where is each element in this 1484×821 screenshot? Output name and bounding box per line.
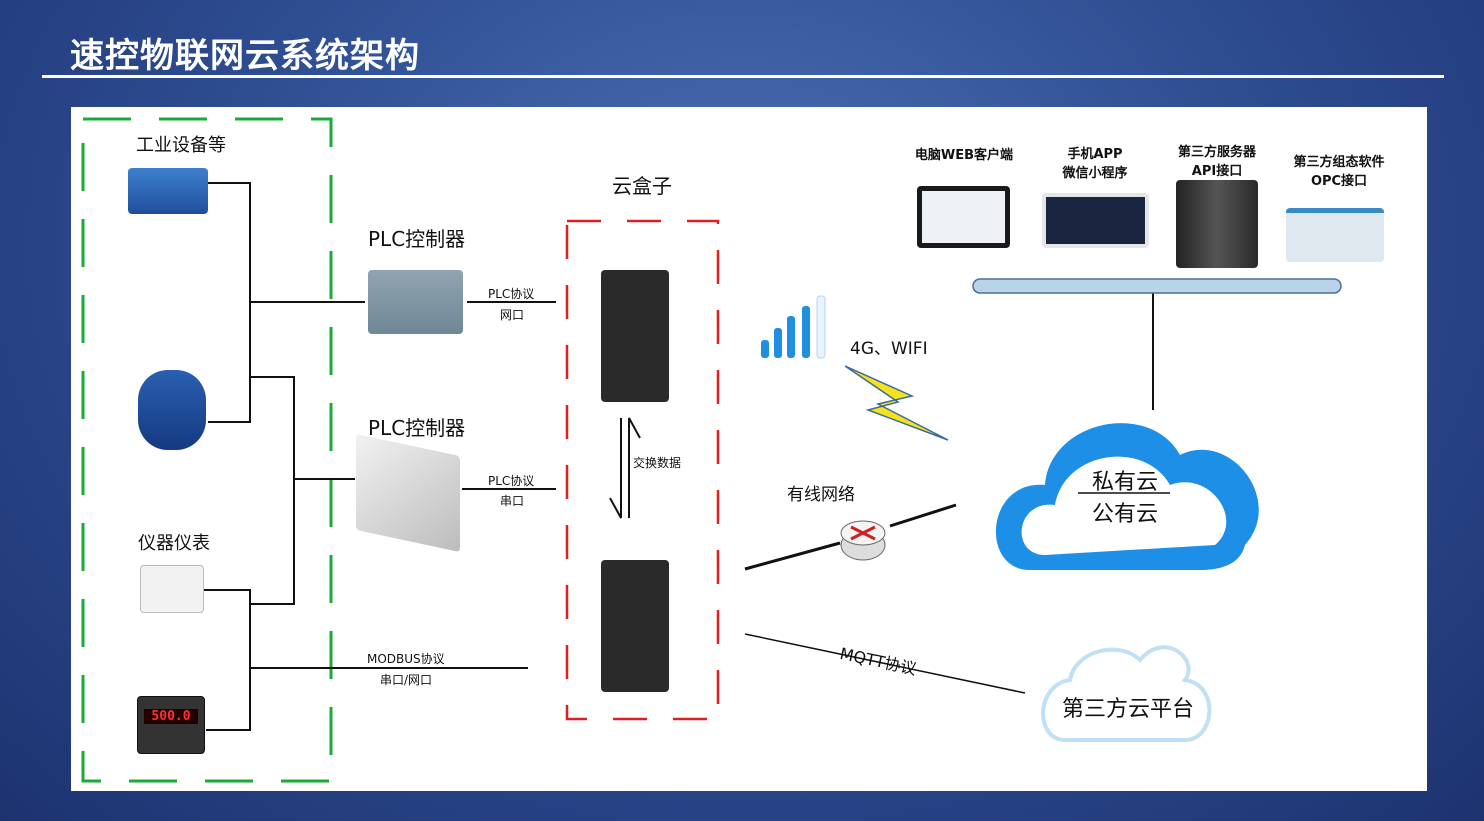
plc-bottom-protocol: PLC协议 <box>488 474 535 488</box>
third-party-cloud-label: 第三方云平台 <box>1062 697 1195 722</box>
industrial-equipment-label: 工业设备等 <box>136 135 226 156</box>
cloud-box-title: 云盒子 <box>612 174 672 198</box>
signal-icon <box>761 295 826 359</box>
title-underline <box>42 75 1444 78</box>
client-scada-sub: OPC接口 <box>1310 174 1368 189</box>
client-server-label: 第三方服务器 <box>1177 145 1256 160</box>
client-bus <box>972 278 1342 294</box>
private-cloud-icon <box>995 423 1259 570</box>
public-cloud-label: 公有云 <box>1092 502 1159 527</box>
client-web: 电脑WEB客户端 <box>905 146 1023 165</box>
client-scada: 第三方组态软件 OPC接口 <box>1280 153 1398 191</box>
client-scada-label: 第三方组态软件 <box>1293 155 1385 170</box>
pc-image <box>917 186 1010 248</box>
exchange-data-label: 交换数据 <box>633 456 682 470</box>
client-app: 手机APP 微信小程序 <box>1040 145 1150 183</box>
device-group-border <box>81 117 333 783</box>
third-party-cloud-icon <box>1041 645 1212 742</box>
pump-image <box>128 168 208 214</box>
client-web-label: 电脑WEB客户端 <box>914 148 1014 163</box>
plc-top-protocol: PLC协议 <box>488 287 535 301</box>
client-app-label: 手机APP <box>1067 147 1123 162</box>
meter-image: 500.0 <box>137 696 205 754</box>
client-server: 第三方服务器 API接口 <box>1162 143 1272 181</box>
scada-image <box>1286 208 1384 262</box>
phone-image <box>1042 193 1149 248</box>
wireless-label: 4G、WIFI <box>850 339 928 359</box>
client-server-sub: API接口 <box>1191 164 1243 179</box>
private-cloud-label: 私有云 <box>1092 470 1159 495</box>
modbus-protocol: MODBUS协议 <box>367 652 445 666</box>
plc-top-title: PLC控制器 <box>368 227 466 251</box>
lightning-icon <box>844 365 949 441</box>
plc-bottom-title: PLC控制器 <box>368 416 466 440</box>
flowmeter-image <box>138 370 206 450</box>
cloud-box-bottom-image <box>601 560 669 692</box>
server-image <box>1176 180 1258 268</box>
modbus-port: 串口/网口 <box>380 673 433 687</box>
cloud-box-top-image <box>601 270 669 402</box>
device-wiring <box>204 182 1154 731</box>
plc-top-port: 网口 <box>500 308 525 322</box>
router-icon <box>840 520 886 561</box>
wired-label: 有线网络 <box>787 485 855 505</box>
cloud-box-border <box>565 219 720 721</box>
meter-display: 500.0 <box>144 709 198 724</box>
sensor-image <box>140 565 204 613</box>
instrument-label: 仪器仪表 <box>138 533 210 554</box>
client-app-sub: 微信小程序 <box>1062 166 1128 181</box>
page-title: 速控物联网云系统架构 <box>70 36 420 76</box>
plc-bottom-port: 串口 <box>500 494 525 508</box>
plc-top-image <box>368 270 463 334</box>
